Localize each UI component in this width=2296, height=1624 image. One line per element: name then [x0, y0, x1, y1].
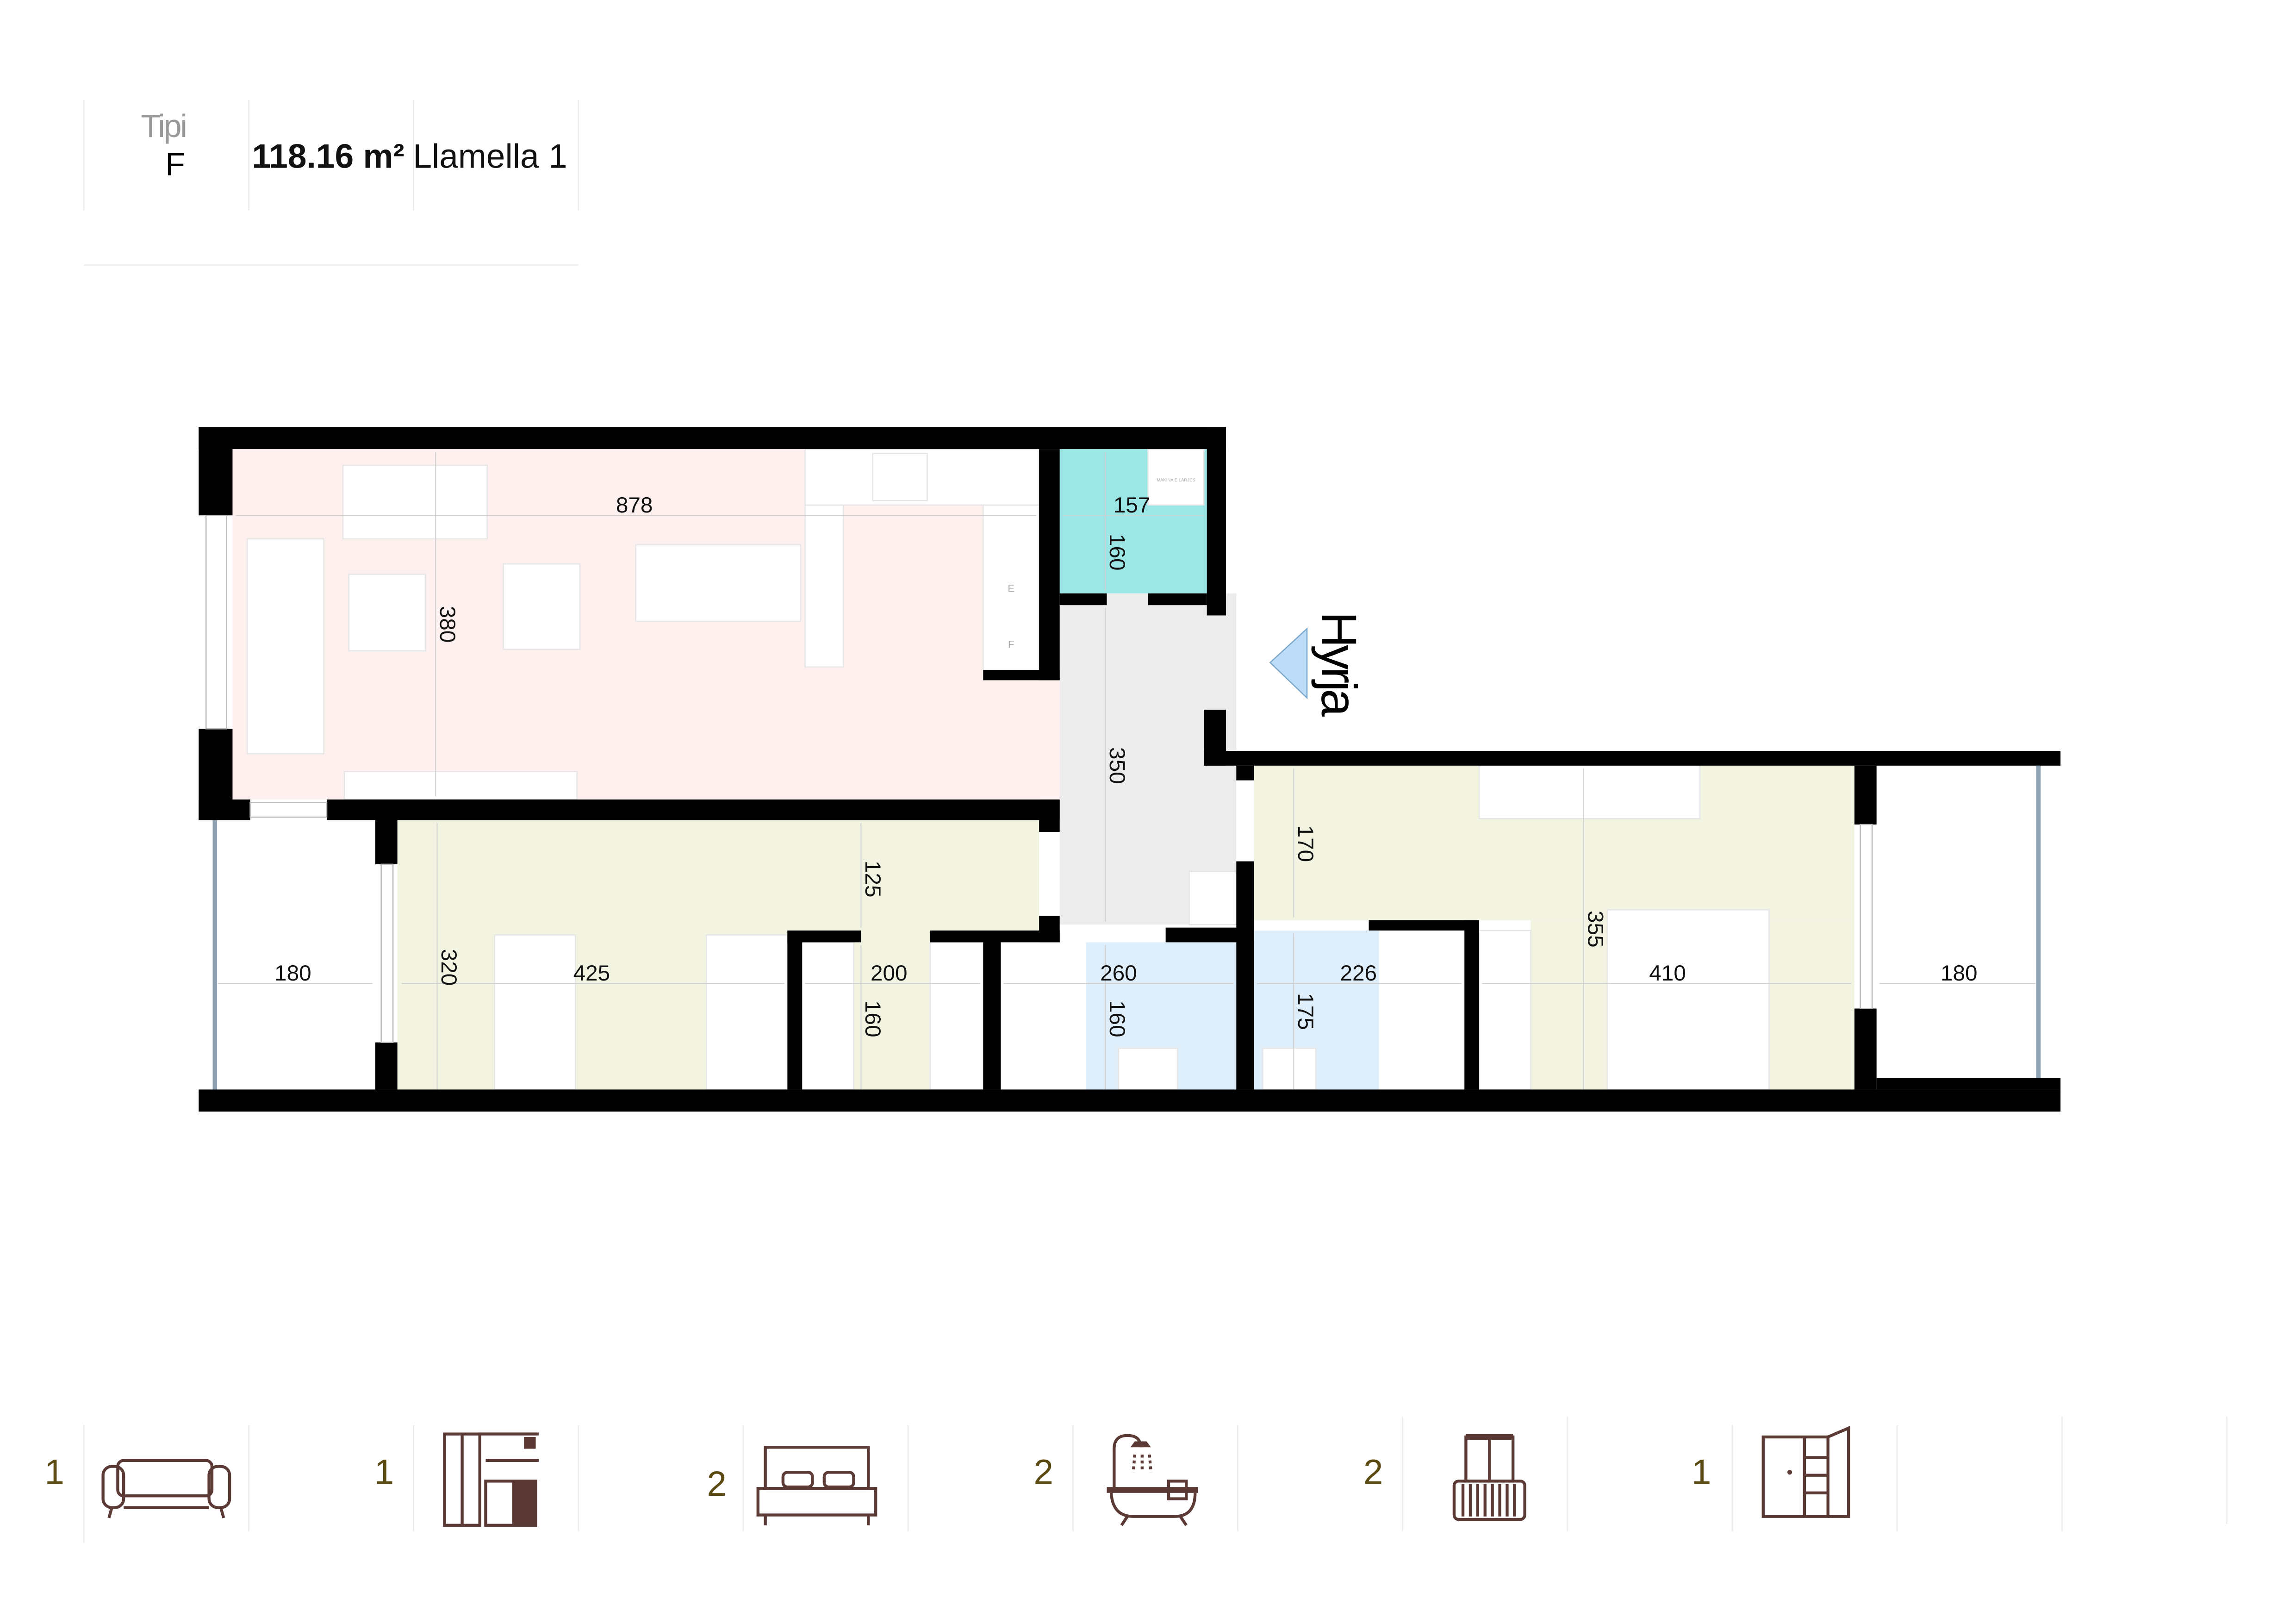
- type-label: Tipi: [141, 108, 186, 144]
- bed: [706, 934, 788, 1090]
- dim-bedroom2-depth: 320: [436, 949, 461, 986]
- wardrobe: [1478, 765, 1701, 819]
- dim-bedroom2-width: 425: [573, 961, 610, 986]
- bed: [494, 934, 576, 1090]
- dim-balcony-right-width: 180: [1941, 961, 1978, 986]
- furniture: E F MAKINA E LARJES: [246, 448, 1770, 1090]
- armchair: [503, 563, 581, 650]
- dim-laundry-width: 157: [1114, 493, 1151, 518]
- bathtub-icon: [1107, 1434, 1198, 1526]
- sofa-icon: [101, 1459, 231, 1518]
- dim-bedroom2-passage: 125: [860, 861, 885, 898]
- appliance-label: MAKINA E LARJES: [1157, 478, 1195, 483]
- entrance-arrow-icon: [1269, 627, 1308, 700]
- dimension-labels: 878 380 157 160 350 180 320 425 125 200 …: [274, 493, 1977, 1037]
- kitchen-label-f: F: [1008, 638, 1014, 650]
- balcony-icon: [1452, 1434, 1526, 1521]
- closet: [801, 942, 854, 1090]
- dim-laundry-depth: 160: [1105, 534, 1129, 571]
- double-bed: [1606, 909, 1770, 1090]
- kitchen-island: [804, 504, 844, 668]
- dim-bath1-width: 260: [1100, 961, 1137, 986]
- shower: [1188, 871, 1237, 925]
- kitchen-label-e: E: [1008, 583, 1014, 594]
- dim-bedroom1-width: 410: [1649, 961, 1686, 986]
- window: [205, 514, 228, 730]
- dimension-lines: [218, 452, 2036, 1090]
- dim-hall-length: 350: [1105, 747, 1129, 784]
- dim-closet-depth: 160: [860, 1000, 885, 1037]
- dim-living-depth: 380: [435, 606, 460, 643]
- window: [1860, 824, 1873, 1009]
- coffee-table: [348, 574, 426, 652]
- entrance-marker: Hyrja: [1269, 612, 1367, 717]
- window: [249, 802, 328, 818]
- closet: [929, 942, 984, 1090]
- kitchen-side-counter: [983, 504, 1040, 671]
- armchair: [342, 464, 488, 540]
- washing-machine: [1147, 448, 1205, 506]
- building-label: Llamella 1: [413, 138, 567, 175]
- walls: [199, 427, 2061, 1112]
- amenities-row: 1 1 2 2: [44, 1416, 2228, 1543]
- dim-living-width: 878: [616, 493, 653, 518]
- bed-icon: [756, 1446, 877, 1525]
- windows: [205, 514, 2041, 1090]
- sink: [1262, 1048, 1317, 1090]
- bedroom-2: [397, 820, 1039, 931]
- dim-bath1-depth: 160: [1105, 1000, 1129, 1037]
- amenity-count-balconies: 2: [1363, 1453, 1383, 1492]
- dim-bath2-depth: 175: [1293, 993, 1318, 1030]
- type-value: F: [165, 146, 185, 182]
- dim-balcony-left-width: 180: [274, 961, 311, 986]
- entrance-label: Hyrja: [1311, 612, 1367, 717]
- amenity-count-bedrooms: 2: [707, 1464, 726, 1504]
- amenity-count-bathrooms: 2: [1033, 1453, 1053, 1492]
- amenity-count-kitchen: 1: [374, 1453, 394, 1492]
- wardrobe-icon: [1761, 1426, 1850, 1518]
- kitchen-icon: [443, 1432, 539, 1527]
- sofa: [246, 538, 324, 755]
- amenity-count-wardrobes: 1: [1692, 1453, 1711, 1492]
- amenity-count-living: 1: [44, 1453, 64, 1492]
- closet: [1478, 930, 1531, 1090]
- cooktop: [872, 453, 928, 501]
- header: Tipi F 118.16 m² Llamella 1: [83, 100, 579, 266]
- dim-bedroom1-passage: 170: [1293, 825, 1318, 862]
- closet-passage: [853, 931, 930, 1090]
- dim-closet-width: 200: [871, 961, 908, 986]
- area-value: 118.16 m²: [252, 138, 404, 175]
- dim-bedroom1-depth: 355: [1583, 911, 1607, 948]
- dining-table: [635, 544, 802, 622]
- sink: [1118, 1048, 1178, 1090]
- dim-bath2-width: 226: [1340, 961, 1377, 986]
- window: [380, 863, 394, 1043]
- tv-unit: [343, 771, 578, 800]
